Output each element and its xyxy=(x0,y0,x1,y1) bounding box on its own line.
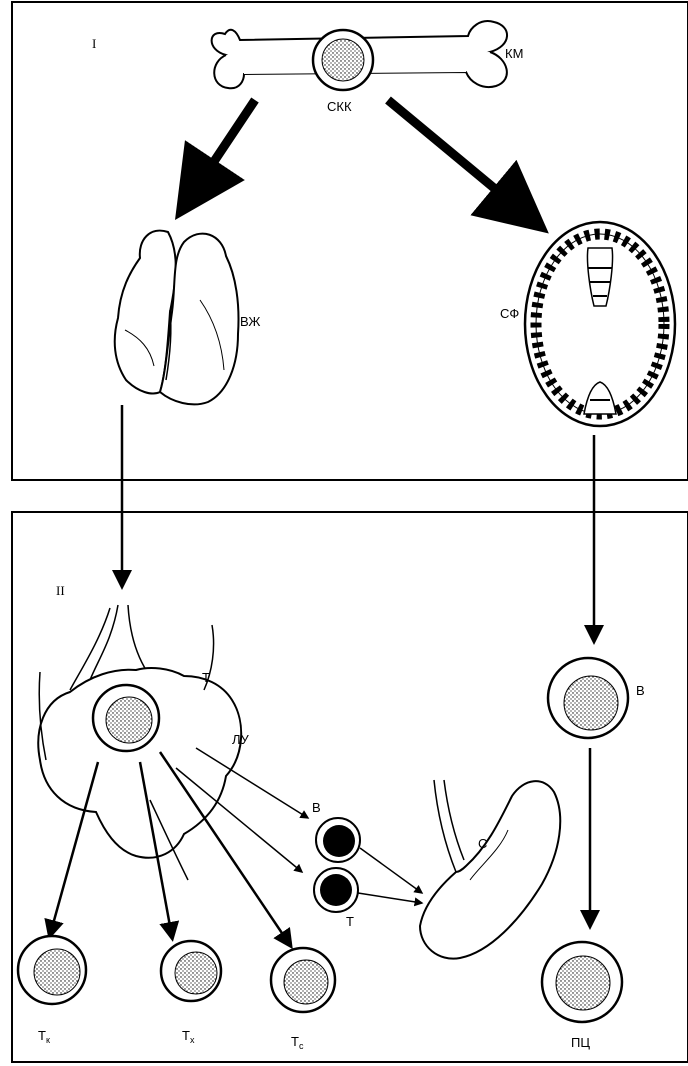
t-suppressor-base: Т xyxy=(291,1034,299,1049)
b-cell-right xyxy=(548,658,628,738)
t-suppressor-label: Тс xyxy=(291,1034,304,1051)
bursa-label: СФ xyxy=(500,306,519,321)
panel-top-numeral: I xyxy=(92,36,96,51)
thymus xyxy=(115,231,239,405)
t-helper-base: Т xyxy=(182,1028,190,1043)
arrow-b-to-spleen xyxy=(360,848,422,893)
small-b-cell xyxy=(316,818,360,862)
t-suppressor-cell xyxy=(271,948,335,1012)
thymus-t-label: Т xyxy=(202,670,210,685)
stem-cell xyxy=(313,30,373,90)
t-killer-cell xyxy=(18,936,86,1004)
arrow-to-bursa xyxy=(388,100,535,222)
small-b-label: В xyxy=(312,800,321,815)
panel-bottom-numeral: II xyxy=(56,583,65,598)
t-helper-cell xyxy=(161,941,221,1001)
t-killer-base: Т xyxy=(38,1028,46,1043)
bone-label: КМ xyxy=(505,46,523,61)
plasma-cell xyxy=(542,942,622,1022)
t-killer-label: Тк xyxy=(38,1028,50,1045)
small-t-cell xyxy=(314,868,358,912)
thymus-label: ВЖ xyxy=(240,314,260,329)
bursa-fabricius xyxy=(525,222,675,426)
stem-cell-label: СКК xyxy=(327,99,352,114)
arrow-to-thymus xyxy=(185,100,255,205)
t-helper-sub: х xyxy=(190,1035,195,1045)
t-killer-sub: к xyxy=(46,1035,50,1045)
spleen-label: С xyxy=(478,836,487,851)
plasma-cell-label: ПЦ xyxy=(571,1035,590,1050)
thymus-t-cell xyxy=(93,685,159,751)
t-suppressor-sub: с xyxy=(299,1041,304,1051)
spleen xyxy=(420,780,560,959)
t-helper-label: Тх xyxy=(182,1028,195,1045)
lymph-node-label: ЛУ xyxy=(232,732,250,747)
small-t-label: Т xyxy=(346,914,354,929)
b-cell-right-label: В xyxy=(636,683,645,698)
arrow-t-to-spleen xyxy=(358,893,422,903)
